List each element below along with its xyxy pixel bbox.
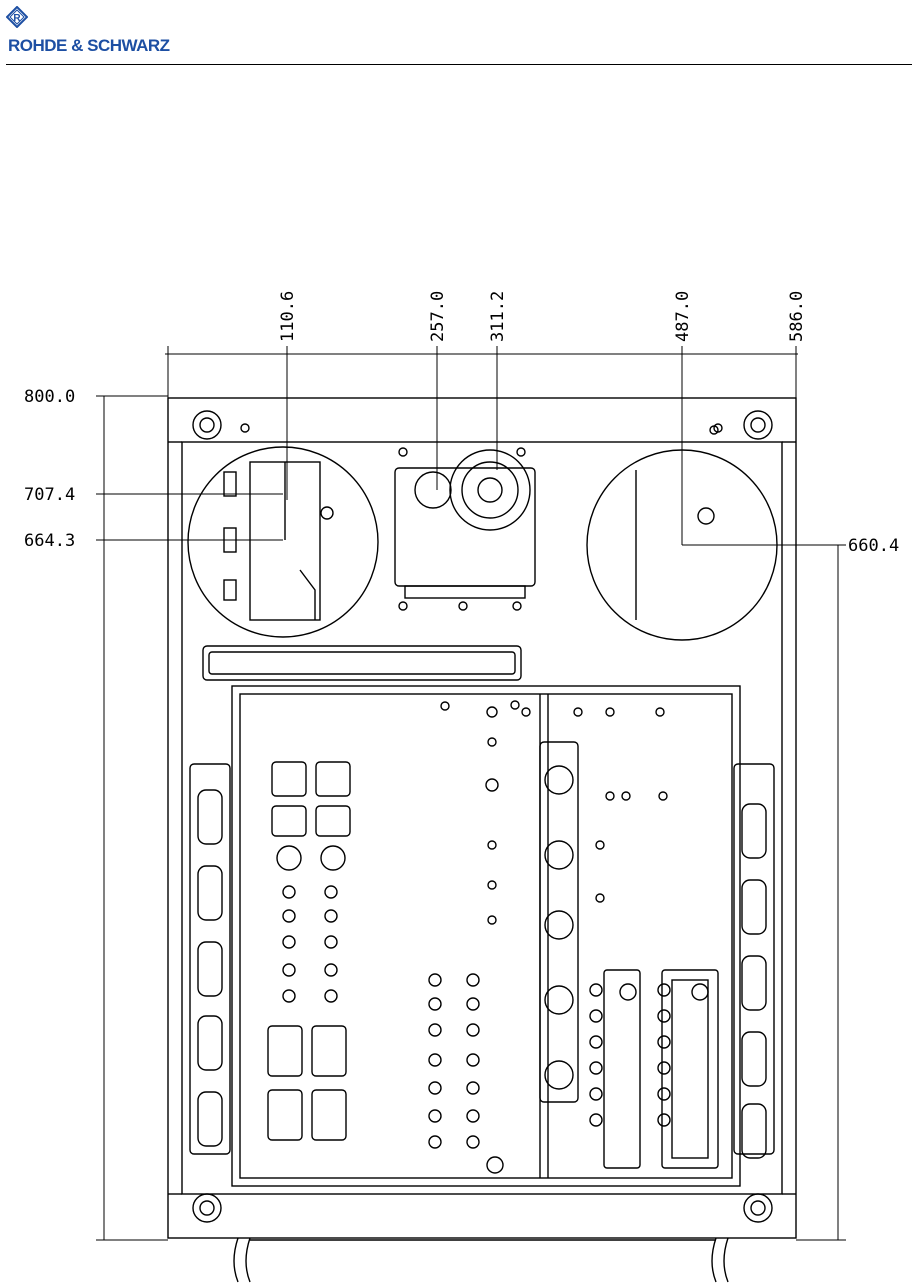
left-side-connectors	[190, 764, 230, 1154]
dim-x-586-0: 586.0	[787, 291, 807, 342]
dim-x-311-2: 311.2	[488, 291, 508, 342]
pcb-area	[232, 686, 740, 1186]
dim-y-660-4: 660.4	[848, 536, 899, 556]
relay-blocks	[268, 762, 350, 1140]
dim-y-707-4: 707.4	[24, 485, 75, 505]
dim-y-664-3: 664.3	[24, 531, 75, 551]
dim-x-487-0: 487.0	[673, 291, 693, 342]
dim-x-257-0: 257.0	[428, 291, 448, 342]
bottom-handles	[234, 1238, 728, 1282]
dim-x-110-6: 110.6	[278, 291, 298, 342]
horizontal-slot	[203, 646, 521, 680]
housing-outline	[168, 398, 796, 1238]
left-round-cutout	[188, 447, 378, 637]
dimension-labels: 110.6 257.0 311.2 487.0 586.0 800.0 707.…	[24, 291, 899, 556]
vertical-component-strip	[540, 742, 578, 1102]
dim-y-800-0: 800.0	[24, 387, 75, 407]
component-circles	[283, 701, 708, 1173]
center-connector-block	[395, 448, 535, 610]
corner-mounts	[193, 411, 772, 1222]
